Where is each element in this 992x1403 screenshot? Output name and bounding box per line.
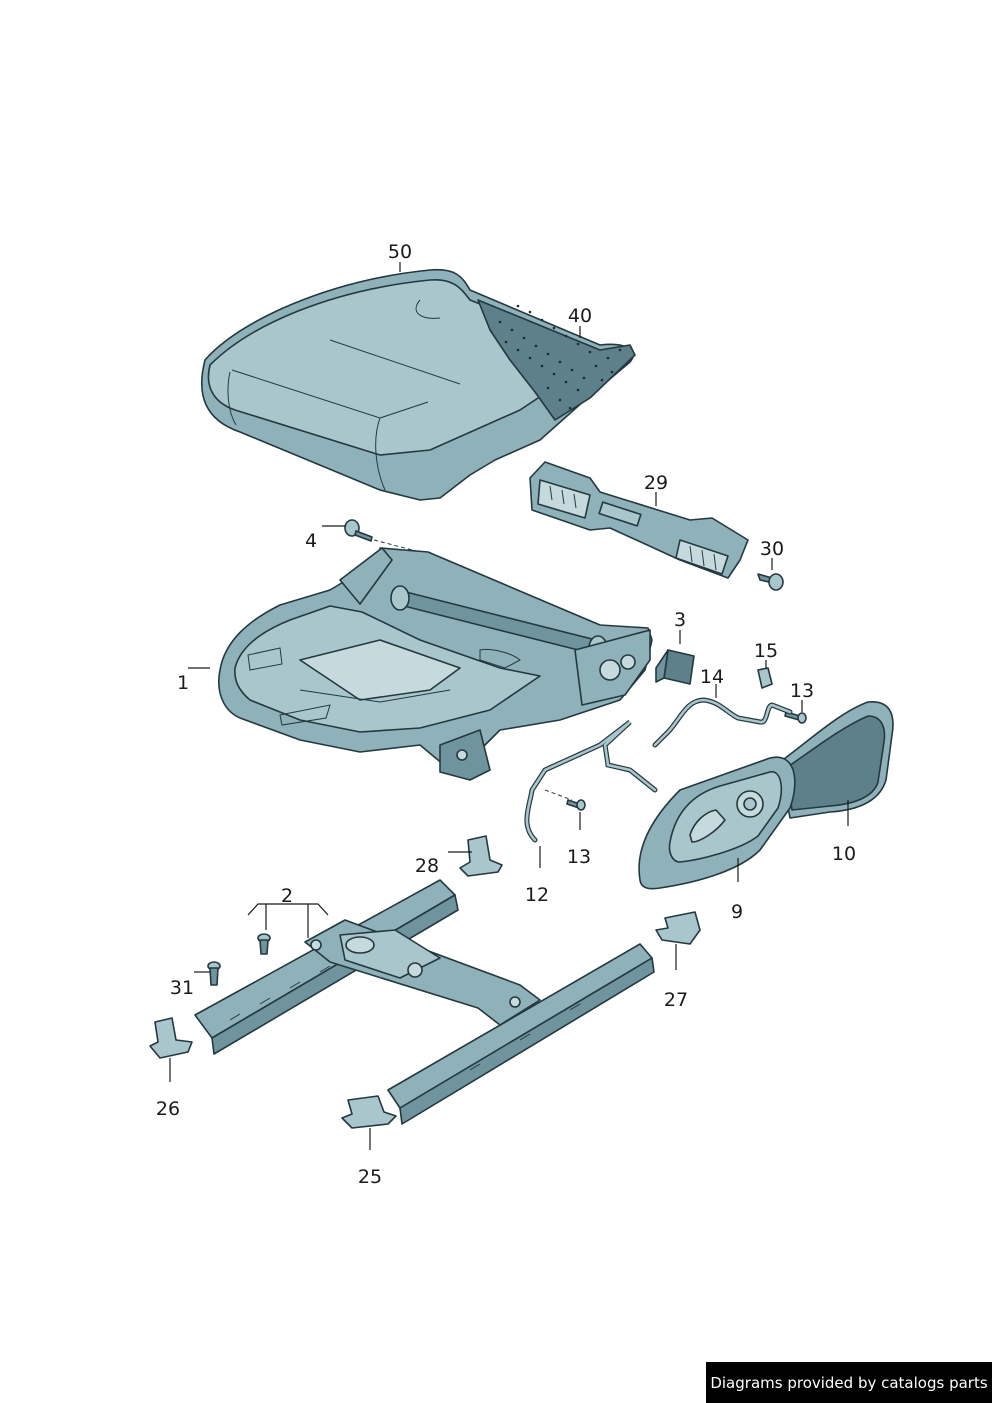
cable-12 bbox=[524, 720, 658, 843]
switch-3 bbox=[655, 649, 695, 685]
leader-lines bbox=[169, 262, 849, 1150]
seat-cushion-50 bbox=[201, 268, 636, 501]
callout-3: 3 bbox=[674, 609, 686, 631]
cover-25 bbox=[341, 1095, 397, 1129]
callout-28: 28 bbox=[415, 855, 439, 877]
callout-labels: 50 40 29 30 4 3 15 14 13 1 13 12 10 9 28… bbox=[156, 241, 856, 1188]
callout-29: 29 bbox=[644, 472, 668, 494]
clip-15 bbox=[757, 667, 773, 689]
callout-14: 14 bbox=[700, 666, 724, 688]
callout-10: 10 bbox=[832, 843, 856, 865]
seat-frame-1 bbox=[218, 547, 653, 781]
screw-4 bbox=[344, 519, 421, 553]
callout-50: 50 bbox=[388, 241, 412, 263]
switch-trim-9 bbox=[638, 756, 796, 890]
seat-rails-2 bbox=[194, 879, 655, 1125]
callout-1: 1 bbox=[177, 672, 189, 694]
callout-40: 40 bbox=[568, 305, 592, 327]
callout-30: 30 bbox=[760, 538, 784, 560]
credit-text: Diagrams provided by catalogs parts bbox=[710, 1373, 988, 1392]
bolt-2-small bbox=[257, 933, 271, 955]
callout-26: 26 bbox=[156, 1098, 180, 1120]
side-trim-10 bbox=[779, 701, 894, 819]
screw-13-bottom bbox=[544, 789, 586, 811]
cover-26 bbox=[149, 1017, 193, 1059]
cable-14 bbox=[652, 697, 793, 748]
callout-9: 9 bbox=[731, 901, 743, 923]
seat-heater-mat-40 bbox=[498, 304, 622, 410]
callout-4: 4 bbox=[305, 530, 317, 552]
callout-31: 31 bbox=[170, 977, 194, 999]
bolt-30 bbox=[757, 573, 784, 591]
callout-15: 15 bbox=[754, 640, 778, 662]
cover-28 bbox=[459, 835, 503, 877]
callout-12: 12 bbox=[525, 884, 549, 906]
callout-2: 2 bbox=[281, 885, 293, 907]
callout-13-bottom: 13 bbox=[567, 846, 591, 868]
support-bracket-29 bbox=[529, 461, 749, 579]
bolt-31 bbox=[207, 961, 221, 986]
callout-25: 25 bbox=[358, 1166, 382, 1188]
callout-13-top: 13 bbox=[790, 680, 814, 702]
cover-27 bbox=[655, 911, 701, 945]
callout-27: 27 bbox=[664, 989, 688, 1011]
credit-banner: Diagrams provided by catalogs parts bbox=[706, 1362, 992, 1403]
